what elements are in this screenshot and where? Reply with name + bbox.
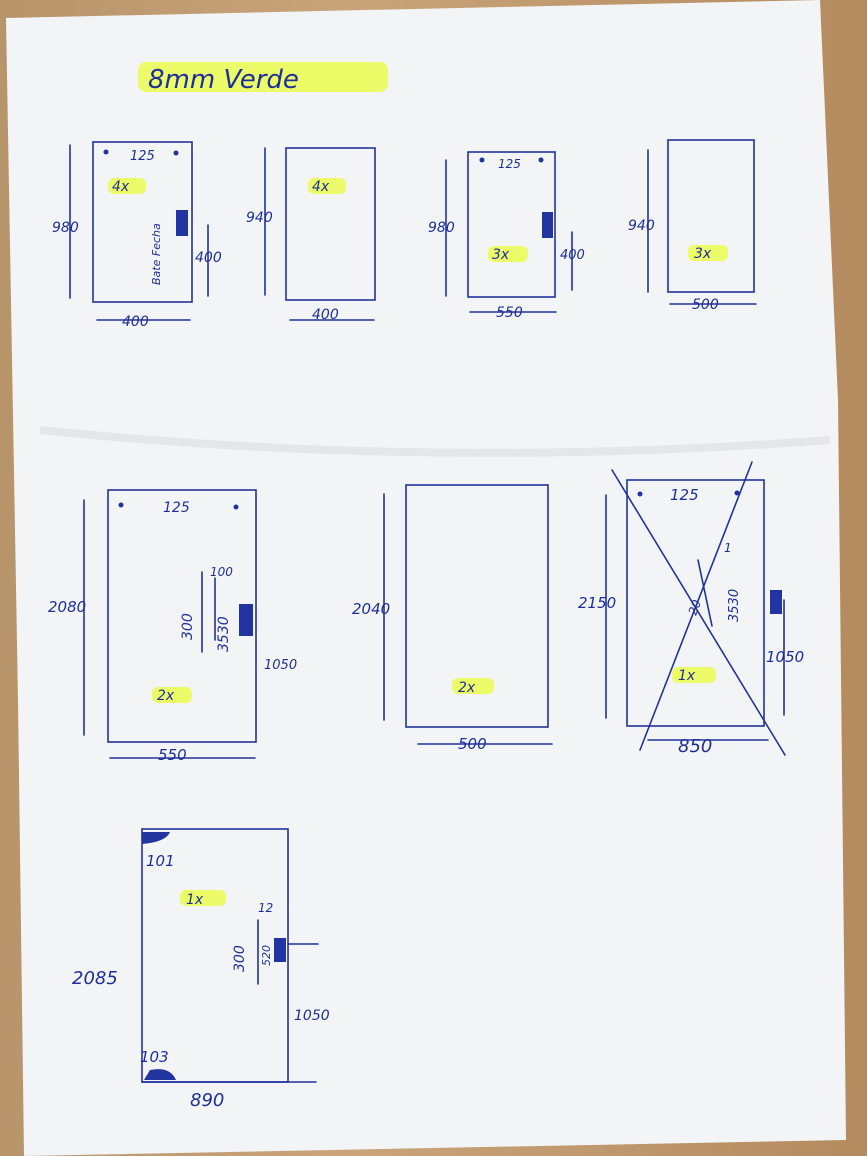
- panel-8-corner-top: 101: [146, 852, 175, 870]
- panel-5-top: 125: [163, 500, 190, 516]
- panel-8-corner-bottom: 103: [140, 1048, 169, 1066]
- panel-5-dim-a: 100: [210, 565, 233, 579]
- panel-7-dim-b: 20: [686, 598, 705, 617]
- panel-6-height: 2040: [352, 600, 390, 618]
- title-highlight: [138, 62, 388, 92]
- panel-8-width: 890: [190, 1090, 224, 1111]
- panel-5-dim-c: 3530: [216, 616, 232, 652]
- panel-7-dim-c: 3530: [727, 589, 742, 622]
- panel-6-outline: [405, 484, 549, 728]
- panel-8-dim-a: 12: [258, 901, 273, 915]
- panel-7-dim-a: 1: [724, 541, 732, 555]
- panel-5-height: 2080: [48, 598, 86, 616]
- panel-3-width: 550: [496, 305, 523, 321]
- panel-6: 2040 2x 500: [352, 484, 553, 753]
- panel-8-corner-bottom-icon: [144, 1069, 176, 1080]
- panel-7-height: 2150: [578, 594, 616, 612]
- panel-2: 4x 940 400: [246, 147, 376, 323]
- panel-6-width: 500: [458, 735, 487, 753]
- panel-7: 125 1 20 3530 2150 1050 1x 850: [578, 461, 804, 757]
- panel-3-height: 980: [428, 220, 455, 236]
- panel-5-outline: [107, 489, 257, 743]
- panel-5: 125 100 300 3530 2080 1050 2x 550: [48, 489, 297, 764]
- panel-5-width: 550: [158, 746, 187, 764]
- panel-3-hinge-icon: [542, 212, 553, 238]
- panel-2-width: 400: [312, 307, 339, 323]
- panel-4-height: 940: [628, 218, 655, 234]
- panel-4-qty: 3x: [694, 246, 712, 262]
- panel-7-hinge-icon: [770, 590, 782, 614]
- panel-3-hinge: 400: [560, 248, 585, 263]
- panel-7-top: 125: [670, 486, 699, 504]
- panel-4-width: 500: [692, 297, 719, 313]
- panel-2-height: 940: [246, 210, 273, 226]
- panel-4-outline: [667, 139, 755, 293]
- panel-3-qty: 3x: [492, 247, 510, 263]
- panel-8: 101 1x 12 300 520 2085 1050 103 890: [72, 828, 330, 1111]
- panel-7-cross-line-2: [639, 461, 753, 751]
- panel-3-outline: [467, 151, 556, 298]
- panel-1-top: 125: [130, 149, 155, 164]
- panel-8-corner-top-icon: [142, 832, 170, 844]
- panel-7-hinge: 1050: [766, 648, 804, 666]
- panel-8-height: 2085: [72, 968, 118, 989]
- paper-background: [6, 0, 846, 1156]
- panel-8-hinge-icon: [274, 938, 286, 962]
- sheet-title: 8mm Verde: [148, 65, 299, 95]
- panel-3: 125 980 3x 400 550: [428, 151, 585, 321]
- panel-1-qty: 4x: [112, 179, 130, 195]
- panel-1-width: 400: [122, 314, 149, 330]
- panel-8-hinge: 1050: [294, 1008, 330, 1024]
- panel-7-cross-line-1: [611, 469, 786, 756]
- panel-1-outline: [92, 141, 193, 303]
- panel-1-height: 980: [52, 220, 79, 236]
- panel-1-note: Bate Fecha: [150, 223, 163, 285]
- panel-5-dim-b: 300: [180, 613, 196, 640]
- panel-5-hinge-icon: [239, 604, 253, 636]
- panel-8-dim-c: 520: [260, 945, 273, 966]
- panel-5-hinge: 1050: [264, 658, 297, 673]
- panel-7-qty: 1x: [678, 668, 696, 684]
- panel-6-qty: 2x: [458, 680, 476, 696]
- panel-3-top: 125: [498, 157, 521, 171]
- panel-8-dim-b: 300: [232, 945, 248, 972]
- panel-4: 940 3x 500: [628, 139, 757, 313]
- panel-2-outline: [285, 147, 376, 301]
- paper-fold-shadow: [39, 426, 831, 457]
- panel-8-qty: 1x: [186, 892, 204, 908]
- panel-7-outline: [626, 479, 765, 727]
- panel-2-qty: 4x: [312, 179, 330, 195]
- panel-5-qty: 2x: [157, 688, 175, 704]
- panel-1-hinge-icon: [176, 210, 188, 236]
- panel-1: 125 4x 980 400 400 Bate Fecha: [52, 141, 222, 330]
- panel-7-width: 850: [678, 736, 712, 757]
- panel-1-hinge: 400: [195, 250, 222, 266]
